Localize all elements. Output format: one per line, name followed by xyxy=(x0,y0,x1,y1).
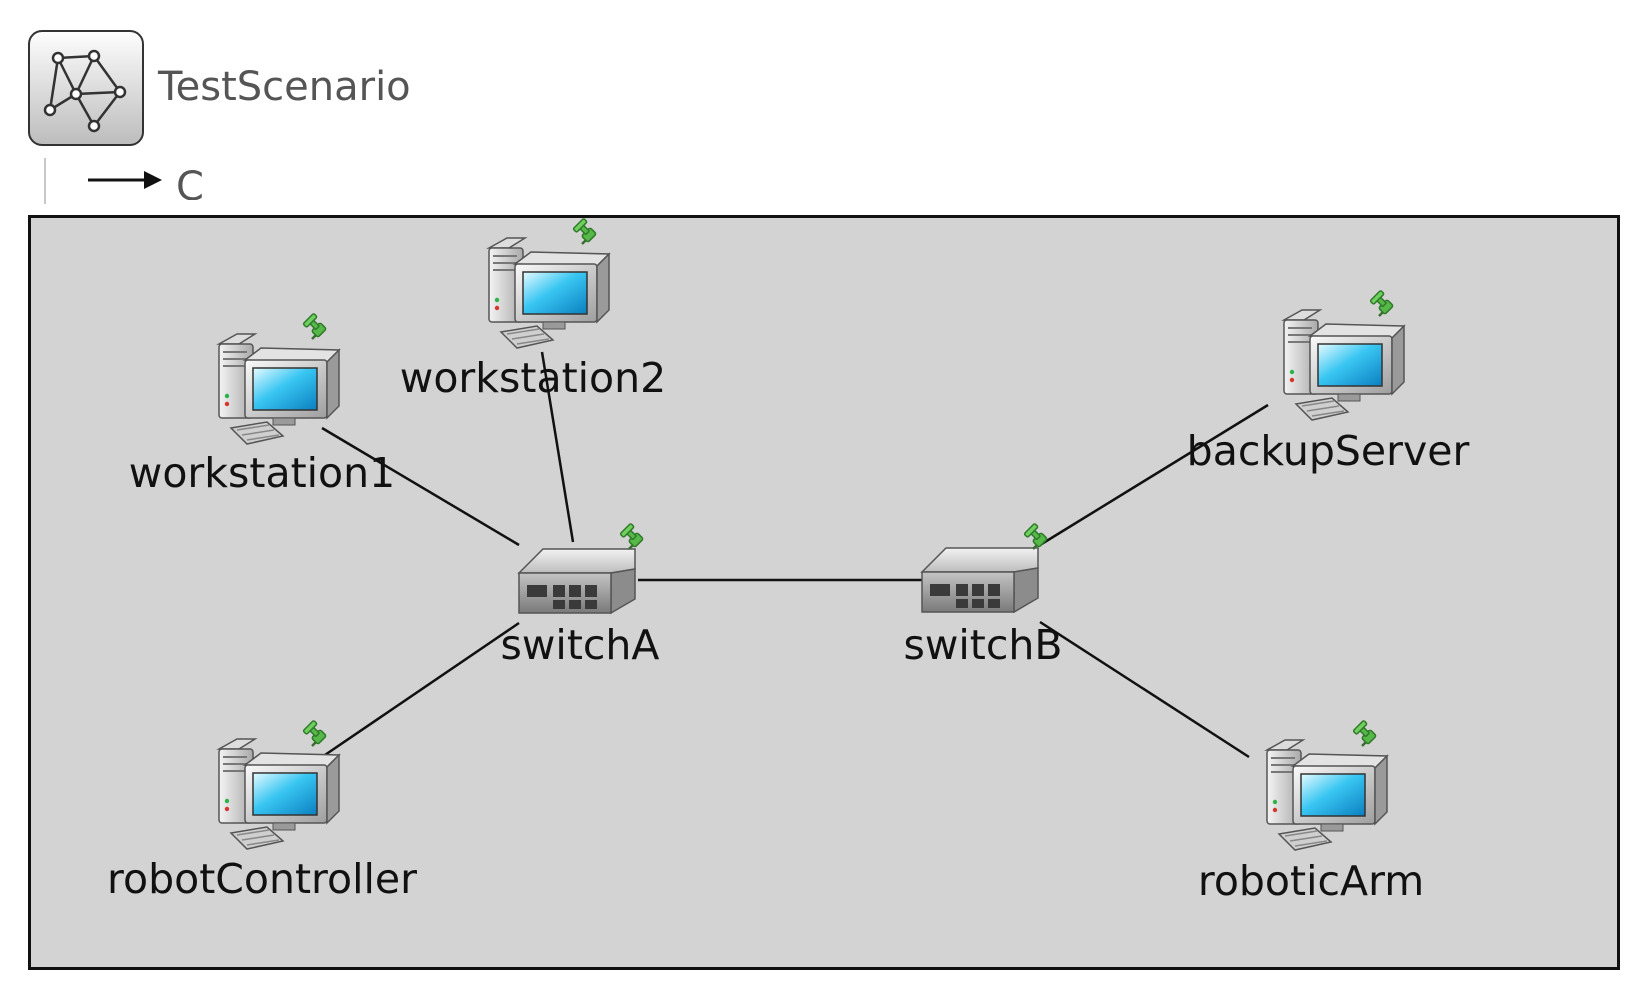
node-label: backupServer xyxy=(1187,427,1470,475)
arrow-right-icon xyxy=(88,171,162,189)
pin-icon xyxy=(1368,289,1395,318)
divider xyxy=(44,158,46,204)
node-robotController[interactable]: robotController xyxy=(107,719,417,903)
network-topology-icon xyxy=(28,30,144,146)
desktop-computer-icon[interactable] xyxy=(1266,739,1388,851)
submodule-label: C xyxy=(176,164,204,200)
network-title: TestScenario xyxy=(158,64,411,110)
pin-icon xyxy=(1351,719,1378,748)
pin-icon xyxy=(1022,522,1049,551)
node-workstation2[interactable]: workstation2 xyxy=(400,217,666,402)
node-workstation1[interactable]: workstation1 xyxy=(129,312,395,497)
node-roboticArm[interactable]: roboticArm xyxy=(1198,719,1424,905)
pin-icon xyxy=(301,719,328,748)
desktop-computer-icon[interactable] xyxy=(218,333,340,445)
link-workstation1-switchA[interactable] xyxy=(321,426,520,547)
ethernet-switch-icon[interactable] xyxy=(921,547,1039,613)
node-switchA[interactable]: switchA xyxy=(501,522,660,669)
node-label: switchB xyxy=(903,621,1062,669)
node-backupServer[interactable]: backupServer xyxy=(1187,289,1470,475)
node-switchB[interactable]: switchB xyxy=(903,522,1063,669)
node-label: switchA xyxy=(501,621,660,669)
ethernet-switch-icon[interactable] xyxy=(518,548,636,614)
pin-icon xyxy=(618,522,645,551)
pin-icon xyxy=(571,217,598,246)
desktop-computer-icon[interactable] xyxy=(218,738,340,850)
link-roboticArm-switchB[interactable] xyxy=(1039,620,1250,759)
link-robotController-switchA[interactable] xyxy=(321,621,520,759)
node-label: robotController xyxy=(107,855,417,903)
link-backupServer-switchB[interactable] xyxy=(1039,403,1269,547)
pin-icon xyxy=(301,312,328,341)
desktop-computer-icon[interactable] xyxy=(488,237,610,349)
node-label: roboticArm xyxy=(1198,857,1424,905)
link-workstation2-switchA[interactable] xyxy=(540,351,575,543)
node-label: workstation1 xyxy=(129,449,395,497)
desktop-computer-icon[interactable] xyxy=(1283,309,1405,421)
node-label: workstation2 xyxy=(400,354,666,402)
